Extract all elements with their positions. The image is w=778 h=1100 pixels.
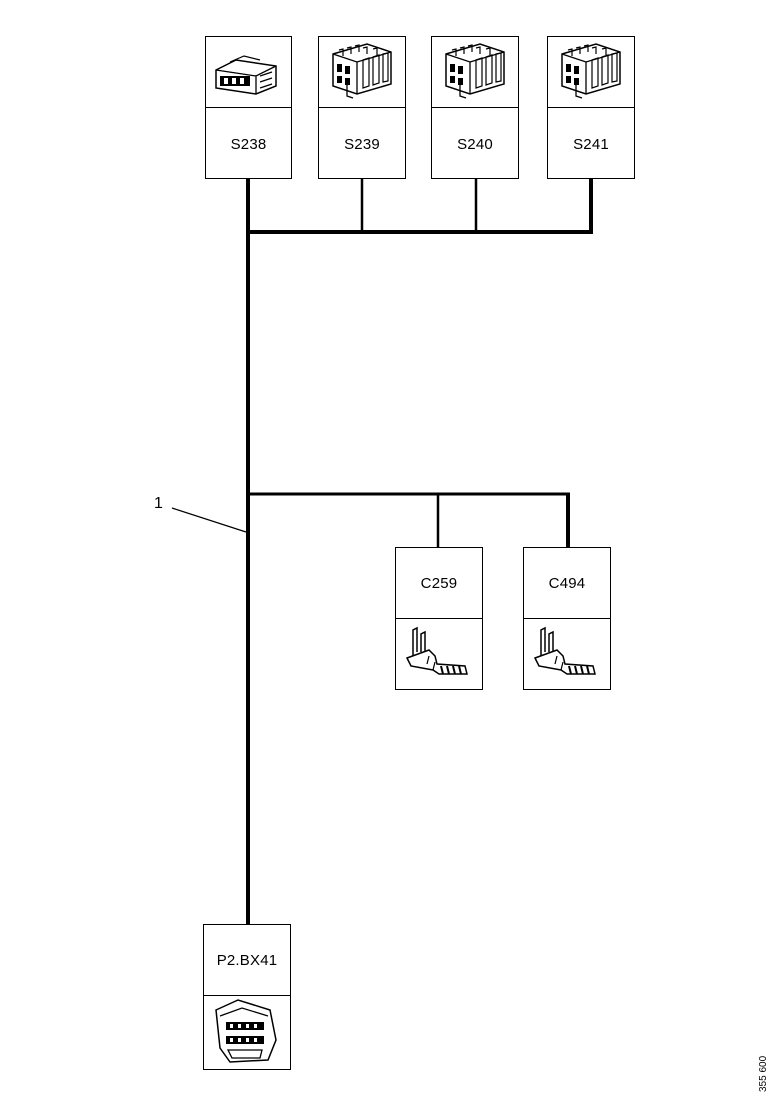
- document-number: 355 600: [758, 1055, 769, 1092]
- connector-s241[interactable]: S241: [547, 36, 635, 179]
- box-divider: [396, 618, 482, 619]
- connector-label: C259: [420, 574, 458, 592]
- box-divider: [319, 107, 405, 108]
- connector-c259[interactable]: C259: [395, 547, 483, 690]
- connector-label: C494: [548, 574, 586, 592]
- callout-leader-line: [171, 507, 247, 533]
- connector-label: P2.BX41: [216, 951, 278, 969]
- connector-label: S238: [230, 135, 267, 153]
- box-divider: [548, 107, 634, 108]
- connector-p2bx41[interactable]: P2.BX41: [203, 924, 291, 1070]
- connector-label: S240: [457, 135, 493, 153]
- box-divider: [432, 107, 518, 108]
- connector-s240[interactable]: S240: [431, 36, 519, 179]
- harness-wires: [246, 178, 593, 924]
- box-divider: [524, 618, 610, 619]
- box-divider: [204, 995, 290, 996]
- box-divider: [206, 107, 291, 108]
- connector-label: S239: [344, 135, 380, 153]
- connector-label: S241: [573, 135, 609, 153]
- callout-number: 1: [154, 495, 163, 512]
- connector-s238[interactable]: S238: [205, 36, 292, 179]
- connector-c494[interactable]: C494: [523, 547, 611, 690]
- connector-s239[interactable]: S239: [318, 36, 406, 179]
